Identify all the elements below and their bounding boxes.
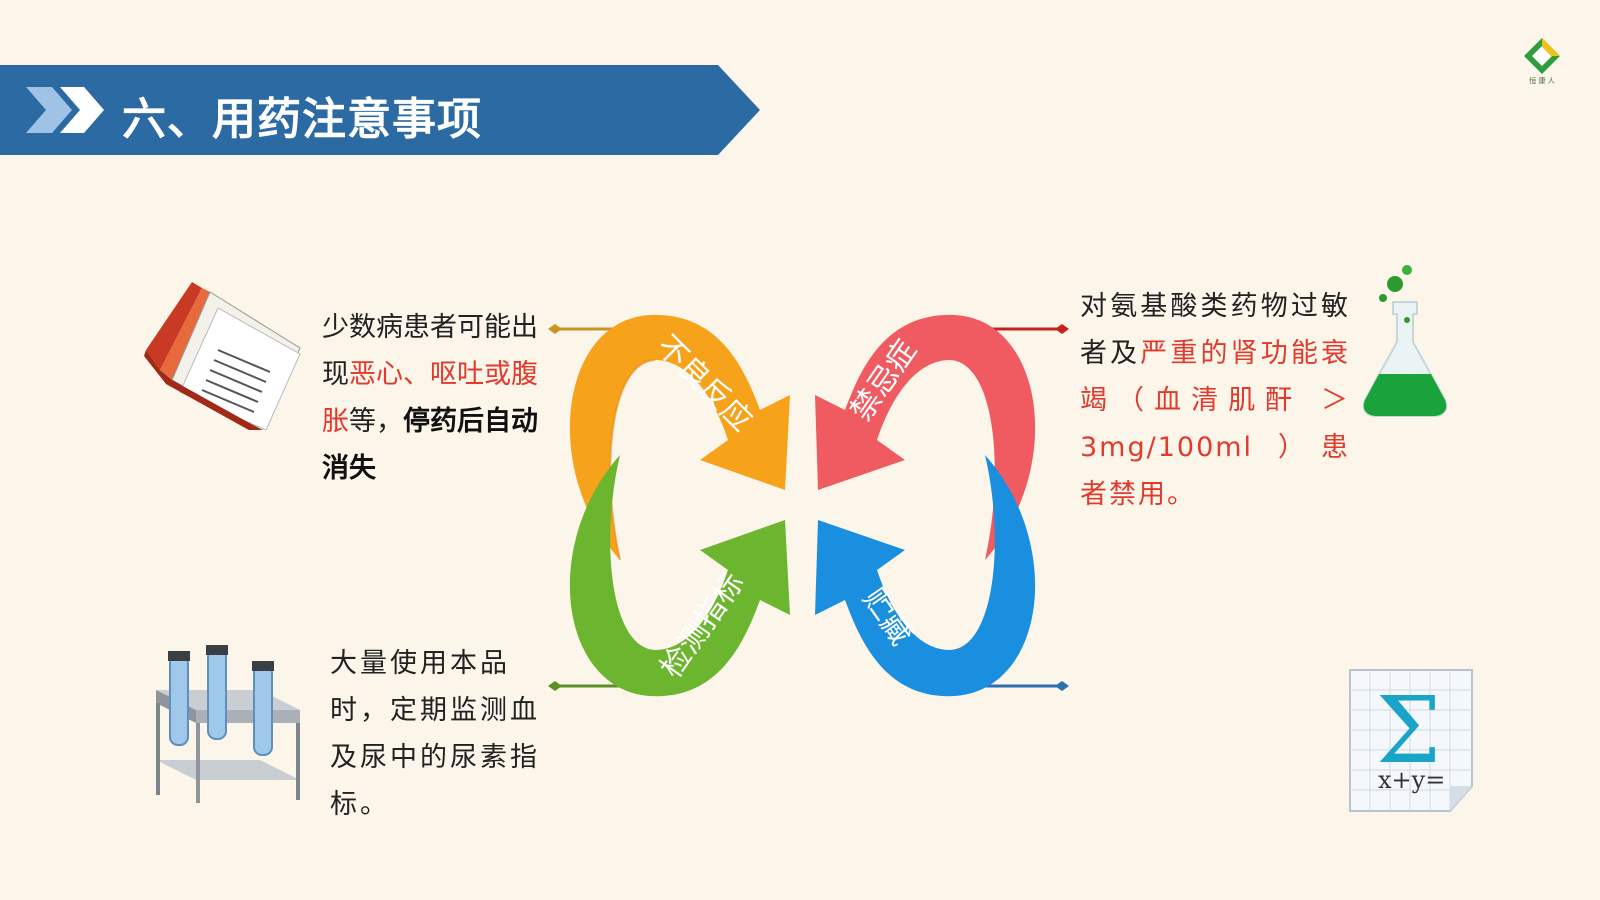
- chevron-icon: [26, 87, 72, 133]
- sigma-formula-icon: Σ x+y=: [1348, 668, 1478, 813]
- logo: 恒 康 人: [1518, 36, 1566, 92]
- book-icon: [144, 282, 301, 430]
- logo-icon: [1524, 38, 1560, 74]
- page-title: 六、用药注意事项: [122, 94, 482, 145]
- note-monitor: 大量使用本品时，定期监测血及尿中的尿素指标。: [330, 640, 545, 828]
- petal-storage: 贮藏: [815, 455, 1036, 697]
- flask-icon: [1362, 265, 1448, 417]
- note-adverse-text-1: 少数病患者可能出现: [322, 312, 538, 390]
- note-adverse-text-2: 等，: [349, 406, 403, 437]
- banner-shape: [0, 65, 760, 155]
- svg-text:Σ: Σ: [1376, 677, 1441, 784]
- note-contra-highlight: 严重的肾功能衰竭（血清肌酐 ＞ 3mg/100ml ）患者禁用。: [1080, 338, 1350, 510]
- title-banner: 六、用药注意事项: [0, 65, 760, 155]
- note-monitor-text: 大量使用本品时，定期监测血及尿中的尿素指标。: [330, 648, 540, 820]
- formula-text: x+y=: [1378, 766, 1446, 794]
- note-adverse-highlight: 恶心、呕吐或腹胀: [322, 359, 538, 437]
- note-adverse: 少数病患者可能出现恶心、呕吐或腹胀等，停药后自动消失: [322, 304, 552, 492]
- petal-monitor: 检测指标: [569, 455, 790, 697]
- chevron-icon: [60, 87, 104, 133]
- note-contra: 对氨基酸类药物过敏者及严重的肾功能衰竭（血清肌酐 ＞ 3mg/100ml ）患者…: [1080, 283, 1350, 518]
- test-tubes-icon: [156, 645, 300, 803]
- note-adverse-bold: 停药后自动消失: [322, 406, 538, 484]
- logo-text: 恒 康 人: [1529, 77, 1555, 85]
- note-contra-text-1: 对氨基酸类药物过敏者及: [1080, 291, 1350, 369]
